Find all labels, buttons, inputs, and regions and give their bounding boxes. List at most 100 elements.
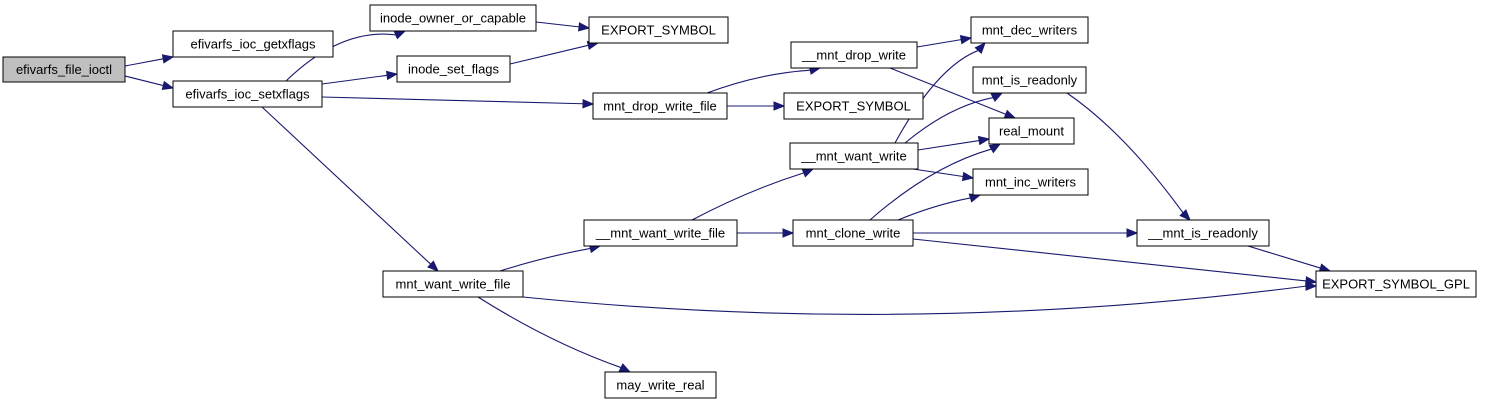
- edge-efivarfs_ioc_setxflags-to-mnt_drop_write_file: [321, 96, 595, 109]
- edge-line: [477, 296, 622, 369]
- edge-line: [261, 106, 432, 265]
- node-mnt_want_write_file[interactable]: mnt_want_write_file: [382, 270, 524, 298]
- node-mnt_inc_writers[interactable]: mnt_inc_writers: [972, 168, 1089, 196]
- node-EXPORT_SYMBOL_2[interactable]: EXPORT_SYMBOL: [783, 92, 924, 120]
- edge-__mnt_is_readonly-to-EXPORT_SYMBOL_GPL: [1247, 245, 1332, 273]
- edge-mnt_clone_write-to-real_mount: [869, 143, 1002, 221]
- node-label: __mnt_drop_write: [801, 48, 906, 63]
- node-box[interactable]: [369, 4, 537, 32]
- node-box[interactable]: [396, 55, 511, 83]
- node-EXPORT_SYMBOL_GPL[interactable]: EXPORT_SYMBOL_GPL: [1315, 270, 1477, 298]
- node-efivarfs_file_ioctl[interactable]: efivarfs_file_ioctl: [2, 56, 126, 83]
- node-box[interactable]: [2, 56, 126, 83]
- edge-line: [509, 44, 589, 65]
- arrowhead: [578, 22, 591, 32]
- node-box[interactable]: [382, 270, 524, 298]
- node-real_mount[interactable]: real_mount: [988, 117, 1075, 145]
- arrowhead: [1003, 109, 1017, 119]
- node-label: EXPORT_SYMBOL: [796, 99, 911, 114]
- node-label: efivarfs_ioc_setxflags: [185, 87, 310, 102]
- node-label: real_mount: [999, 124, 1064, 139]
- node-box[interactable]: [790, 41, 918, 69]
- node-box[interactable]: [972, 168, 1089, 196]
- edge-mnt_drop_write_file-to-__mnt_drop_write: [706, 65, 822, 94]
- node-label: __mnt_want_write_file: [595, 226, 725, 241]
- edge-line: [706, 69, 811, 94]
- node-box[interactable]: [789, 142, 919, 170]
- node-efivarfs_ioc_setxflags[interactable]: efivarfs_ioc_setxflags: [172, 80, 323, 108]
- edge-efivarfs_ioc_setxflags-to-inode_set_flags: [321, 70, 399, 85]
- edge-line: [897, 197, 971, 221]
- node-box[interactable]: [588, 16, 729, 44]
- edge-line: [869, 148, 992, 221]
- node-box[interactable]: [970, 16, 1089, 44]
- edge-__mnt_want_write-to-mnt_inc_writers: [912, 168, 975, 182]
- node-__mnt_want_write_file[interactable]: __mnt_want_write_file: [583, 219, 738, 247]
- edge-mnt_drop_write_file-to-EXPORT_SYMBOL_2: [727, 101, 786, 111]
- node-__mnt_is_readonly[interactable]: __mnt_is_readonly: [1136, 219, 1270, 247]
- node-box[interactable]: [592, 92, 728, 120]
- arrowhead: [959, 35, 973, 45]
- arrowhead: [1179, 209, 1191, 221]
- nodes-layer: efivarfs_file_ioctl efivarfs_ioc_getxflag…: [2, 4, 1477, 399]
- edge-line: [904, 97, 994, 144]
- node-EXPORT_SYMBOL_1[interactable]: EXPORT_SYMBOL: [588, 16, 729, 44]
- node-box[interactable]: [972, 66, 1087, 94]
- node-label: mnt_dec_writers: [982, 23, 1078, 38]
- edge-mnt_clone_write-to-__mnt_is_readonly: [913, 228, 1139, 238]
- edge-line: [535, 21, 580, 28]
- arrowhead: [977, 135, 991, 146]
- node-box[interactable]: [988, 117, 1075, 145]
- edge-inode_owner_or_capable-to-EXPORT_SYMBOL_1: [535, 21, 591, 32]
- node-label: EXPORT_SYMBOL_GPL: [1322, 277, 1470, 292]
- edge-mnt_want_write_file-to-EXPORT_SYMBOL_GPL: [522, 281, 1318, 315]
- node-box[interactable]: [604, 371, 717, 399]
- node-mnt_clone_write[interactable]: mnt_clone_write: [792, 219, 914, 247]
- node-box[interactable]: [783, 92, 924, 120]
- edge-line: [916, 39, 962, 48]
- edge-efivarfs_file_ioctl-to-efivarfs_ioc_getxflags: [124, 54, 175, 67]
- edge-__mnt_drop_write-to-mnt_dec_writers: [916, 35, 973, 48]
- node-mnt_is_readonly[interactable]: mnt_is_readonly: [972, 66, 1087, 94]
- node-box[interactable]: [1315, 270, 1477, 298]
- node-label: mnt_is_readonly: [982, 73, 1078, 88]
- edge-__mnt_want_write_file-to-mnt_clone_write: [737, 228, 795, 238]
- node-__mnt_want_write[interactable]: __mnt_want_write: [789, 142, 919, 170]
- node-mnt_dec_writers[interactable]: mnt_dec_writers: [970, 16, 1089, 44]
- node-label: inode_owner_or_capable: [380, 11, 526, 26]
- node-box[interactable]: [792, 219, 914, 247]
- node-efivarfs_ioc_getxflags[interactable]: efivarfs_ioc_getxflags: [172, 30, 334, 58]
- edge-line: [124, 58, 164, 67]
- edges-layer: [124, 21, 1332, 373]
- node-may_write_real[interactable]: may_write_real: [604, 371, 717, 399]
- edge-line: [321, 74, 388, 85]
- edge-line: [1066, 92, 1184, 214]
- node-__mnt_drop_write[interactable]: __mnt_drop_write: [790, 41, 918, 69]
- arrowhead: [1126, 228, 1139, 238]
- node-box[interactable]: [172, 80, 323, 108]
- edge-__mnt_want_write-to-mnt_dec_writers: [894, 41, 986, 144]
- node-label: __mnt_want_write: [800, 149, 907, 164]
- edge-line: [522, 285, 1307, 315]
- arrowhead: [393, 30, 407, 40]
- node-box[interactable]: [583, 219, 738, 247]
- arrowhead: [161, 80, 175, 91]
- node-label: mnt_clone_write: [806, 226, 901, 241]
- node-inode_owner_or_capable[interactable]: inode_owner_or_capable: [369, 4, 537, 32]
- arrowhead: [801, 168, 815, 178]
- arrowhead: [961, 171, 975, 182]
- arrowhead: [1305, 281, 1318, 291]
- edge-line: [889, 67, 1006, 115]
- node-inode_set_flags[interactable]: inode_set_flags: [396, 55, 511, 83]
- node-box[interactable]: [1136, 219, 1270, 247]
- edge-line: [321, 96, 584, 105]
- edge-line: [912, 238, 1307, 282]
- node-label: inode_set_flags: [408, 62, 500, 77]
- edge-__mnt_want_write_file-to-__mnt_want_write: [691, 168, 815, 221]
- edge-efivarfs_ioc_setxflags-to-mnt_want_write_file: [261, 106, 439, 272]
- edge-line: [1247, 245, 1321, 269]
- node-mnt_drop_write_file[interactable]: mnt_drop_write_file: [592, 92, 728, 120]
- node-label: mnt_inc_writers: [985, 175, 1077, 190]
- node-box[interactable]: [172, 30, 334, 58]
